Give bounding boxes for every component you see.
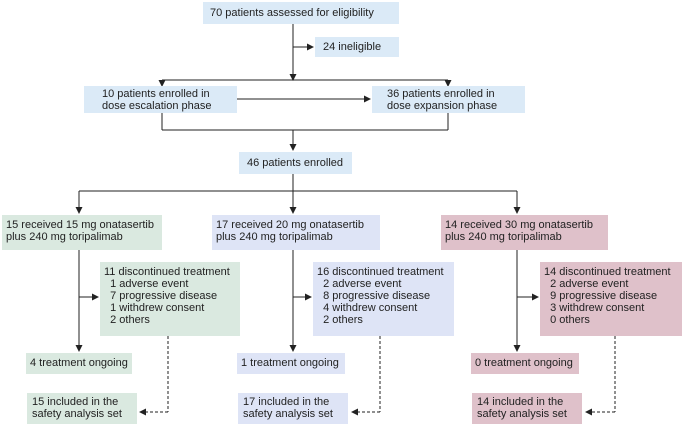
assessed-text: 70 patients assessed for eligibility	[210, 7, 374, 19]
arm2-dose-line-1: 17 received 20 mg onatasertib	[216, 219, 364, 231]
ineligible-box: 24 ineligible	[315, 37, 399, 57]
arm2-safety-line-2: safety analysis set	[243, 408, 333, 420]
enrolled-text: 46 patients enrolled	[247, 157, 344, 169]
arm2-dose-box: 17 received 20 mg onatasertib plus 240 m…	[212, 215, 380, 250]
escalation-line-1: 10 patients enrolled in	[102, 88, 210, 100]
assessed-box: 70 patients assessed for eligibility	[203, 2, 399, 24]
arm2-discontinued-title: 16 discontinued treatment	[317, 266, 444, 278]
arm1-reason-adverse: 1 adverse event	[104, 278, 189, 290]
arm2-reason-withdrew: 4 withdrew consent	[317, 302, 418, 314]
arm2-dose-line-2: plus 240 mg toripalimab	[216, 231, 333, 243]
arm3-reason-withdrew: 3 withdrew consent	[544, 302, 645, 314]
escalation-line-2: dose escalation phase	[102, 100, 212, 112]
arm2-reason-others: 2 others	[317, 314, 363, 326]
arm3-discontinued-title: 14 discontinued treatment	[544, 266, 671, 278]
arm3-dose-line-1: 14 received 30 mg onatasertib	[445, 219, 593, 231]
arm1-dose-line-2: plus 240 mg toripalimab	[6, 231, 123, 243]
expansion-line-2: dose expansion phase	[387, 100, 498, 112]
arm2-discontinued-box: 16 discontinued treatment 2 adverse even…	[313, 262, 454, 336]
expansion-box: 36 patients enrolled in dose expansion p…	[372, 86, 525, 113]
expansion-line-1: 36 patients enrolled in	[387, 88, 495, 100]
arm3-reason-others: 0 others	[544, 314, 590, 326]
arm3-reason-adverse: 2 adverse event	[544, 278, 629, 290]
arm1-safety-line-1: 15 included in the	[32, 396, 119, 408]
arm2-reason-progressive: 8 progressive disease	[317, 290, 431, 302]
arm1-reason-withdrew: 1 withdrew consent	[104, 302, 205, 314]
arm3-ongoing-box: 0 treatment ongoing	[471, 353, 579, 374]
arm1-reason-others: 2 others	[104, 314, 150, 326]
arm1-discontinued-title: 11 discontinued treatment	[104, 266, 230, 278]
arm1-dose-line-1: 15 received 15 mg onatasertib	[6, 219, 154, 231]
arm1-discontinued-box: 11 discontinued treatment 1 adverse even…	[100, 262, 240, 336]
arm3-reason-progressive: 9 progressive disease	[544, 290, 658, 302]
arm2-safety-line-1: 17 included in the	[243, 396, 330, 408]
enrolled-box: 46 patients enrolled	[239, 152, 352, 174]
arm1-reason-progressive: 7 progressive disease	[104, 290, 218, 302]
arm1-ongoing-text: 4 treatment ongoing	[30, 357, 128, 369]
arm2-ongoing-box: 1 treatment ongoing	[237, 353, 345, 374]
arm2-safety-box: 17 included in the safety analysis set	[238, 393, 348, 424]
ineligible-text: 24 ineligible	[323, 41, 382, 53]
arm1-safety-box: 15 included in the safety analysis set	[27, 393, 137, 424]
arm3-ongoing-text: 0 treatment ongoing	[475, 357, 573, 369]
escalation-box: 10 patients enrolled in dose escalation …	[84, 86, 237, 113]
arm3-discontinued-box: 14 discontinued treatment 2 adverse even…	[540, 262, 682, 336]
arm1-ongoing-box: 4 treatment ongoing	[26, 353, 132, 374]
arm1-dose-box: 15 received 15 mg onatasertib plus 240 m…	[2, 215, 162, 250]
arm3-safety-box: 14 included in the safety analysis set	[472, 393, 582, 424]
arm3-dose-line-2: plus 240 mg toripalimab	[445, 231, 562, 243]
arm3-dose-box: 14 received 30 mg onatasertib plus 240 m…	[441, 215, 608, 250]
arm1-safety-line-2: safety analysis set	[32, 408, 122, 420]
arm2-ongoing-text: 1 treatment ongoing	[241, 357, 339, 369]
arm3-safety-line-1: 14 included in the	[477, 396, 564, 408]
arm3-safety-line-2: safety analysis set	[477, 408, 567, 420]
arm2-reason-adverse: 2 adverse event	[317, 278, 402, 290]
